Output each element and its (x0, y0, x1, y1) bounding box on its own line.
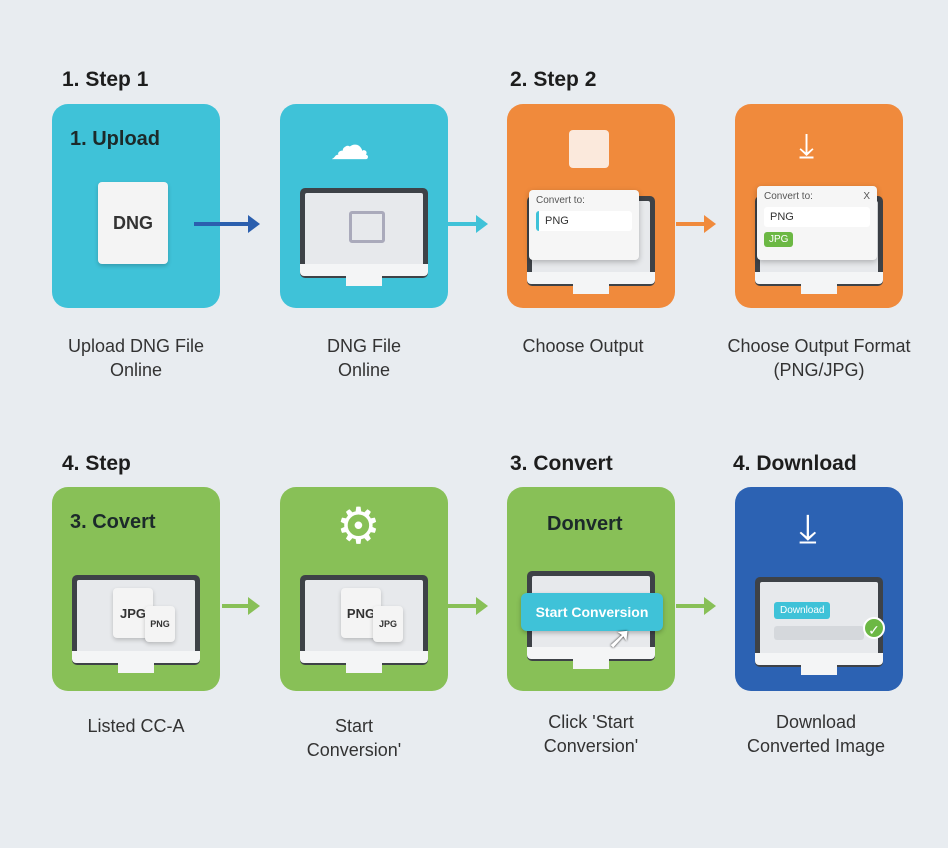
download-icon: ⤓ (799, 507, 817, 551)
close-icon[interactable]: X (863, 191, 870, 202)
arrow-icon (448, 597, 488, 615)
arrow-icon (676, 597, 716, 615)
png-file-icon: PNG (145, 606, 175, 642)
caption: Choose Output Format(PNG/JPG) (727, 336, 911, 380)
file-label: JPG (378, 619, 397, 629)
card-download: ⤓ Download ✓ (735, 487, 903, 691)
jpg-file-icon: JPG (373, 606, 403, 642)
form-icon (569, 130, 609, 168)
heading-step-2: 2. Step 2 (510, 68, 597, 91)
convert-popup: Convert to: PNG (529, 190, 639, 260)
popup-label: Convert to: (536, 195, 585, 206)
heading-download: 4. Download (733, 452, 857, 475)
file-label: DNG (113, 212, 153, 233)
card-choose-format: ⤓ Convert to: X PNG JPG (735, 104, 903, 308)
card-title: 3. Covert (70, 511, 156, 533)
download-button[interactable]: Download (774, 602, 831, 619)
dng-file-icon: DNG (98, 182, 168, 264)
caption: Choose Output (522, 336, 644, 356)
card-donvert: Donvert Start Conversion ➚ (507, 487, 675, 691)
cursor-icon: ➚ (607, 622, 633, 655)
start-conversion-button[interactable]: Start Conversion (521, 593, 663, 631)
heading-step-4: 4. Step (62, 452, 131, 475)
heading-convert: 3. Convert (510, 452, 613, 475)
gear-icon: ⚙ (336, 498, 381, 554)
arrow-icon (222, 597, 260, 615)
arrow-icon (448, 215, 488, 233)
image-icon (349, 211, 385, 243)
format-input[interactable]: PNG (536, 211, 632, 231)
heading-step-1: 1. Step 1 (62, 68, 149, 91)
cloud-upload-icon: ☁ (330, 124, 370, 168)
file-label: JPG (119, 605, 146, 621)
card-choose-output: Convert to: PNG (507, 104, 675, 308)
png-file-icon: PNG (341, 588, 381, 638)
card-start-conversion: ⚙ PNG JPG (280, 487, 448, 691)
card-upload: 1. Upload DNG (52, 104, 220, 308)
progress-bar (774, 626, 864, 640)
png-option[interactable]: PNG (764, 207, 870, 227)
arrow-icon (676, 215, 716, 233)
card-title: 1. Upload (70, 128, 161, 150)
card-covert: 3. Covert JPG PNG (52, 487, 220, 691)
popup-label: Convert to: (764, 191, 813, 202)
convert-popup: Convert to: X PNG JPG (757, 186, 877, 260)
check-icon: ✓ (863, 617, 885, 639)
caption: Listed CC-A (87, 716, 185, 736)
download-tray-icon: ⤓ (799, 127, 815, 165)
file-label: PNG (346, 605, 376, 621)
arrow-icon (194, 215, 260, 233)
file-label: PNG (150, 619, 170, 629)
jpg-option[interactable]: JPG (764, 232, 794, 247)
card-title: Donvert (547, 513, 623, 535)
card-dng-online: ☁ (280, 104, 448, 308)
